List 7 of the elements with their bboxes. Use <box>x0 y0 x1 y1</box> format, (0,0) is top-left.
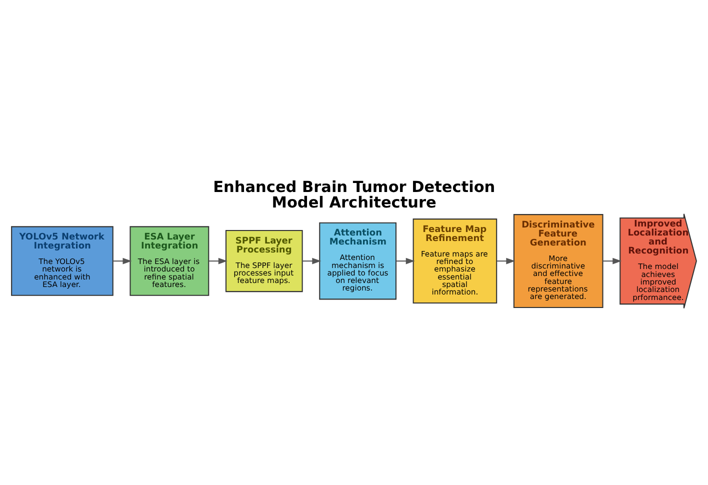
arrow <box>113 257 132 264</box>
arrow <box>302 257 322 264</box>
arrow <box>602 257 622 264</box>
arrow <box>496 257 516 264</box>
diagram-title: Enhanced Brain Tumor Detection Model Architecture <box>213 178 496 211</box>
arrow <box>396 257 415 264</box>
arrow <box>208 257 228 264</box>
